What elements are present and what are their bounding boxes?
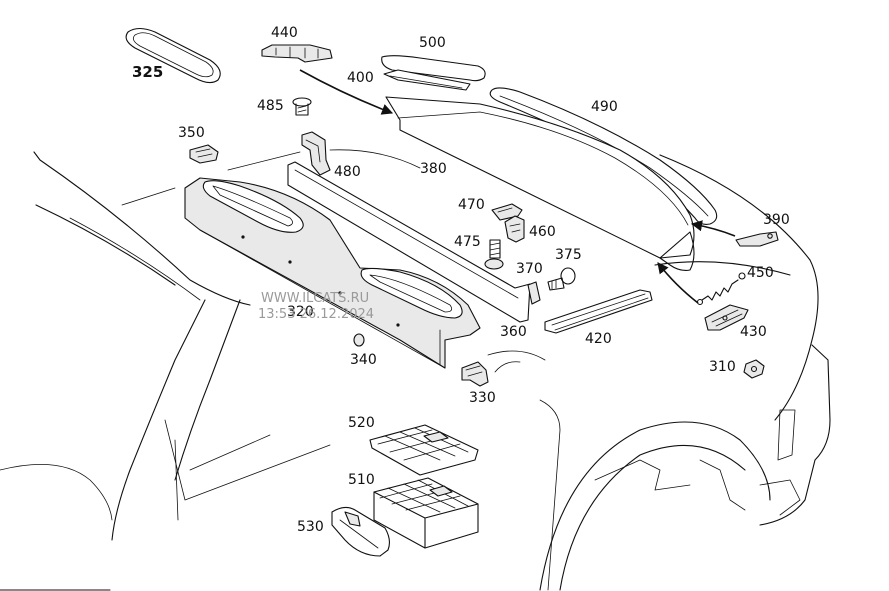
label-520: 520 bbox=[348, 415, 375, 431]
part-360-panel bbox=[287, 161, 531, 323]
part-440-bracket bbox=[261, 44, 333, 63]
label-510: 510 bbox=[348, 472, 375, 488]
label-370: 370 bbox=[516, 261, 543, 277]
part-420-rail bbox=[544, 289, 653, 334]
part-390-bracket bbox=[735, 231, 779, 247]
label-460: 460 bbox=[529, 224, 556, 240]
part-380-shelf bbox=[385, 96, 695, 271]
part-320-panel bbox=[184, 177, 481, 369]
label-320: 320 bbox=[287, 304, 314, 320]
label-340: 340 bbox=[350, 352, 377, 368]
label-310: 310 bbox=[709, 359, 736, 375]
part-460-bracket bbox=[504, 215, 525, 243]
label-400: 400 bbox=[347, 70, 374, 86]
part-520-mat bbox=[369, 424, 479, 476]
label-470: 470 bbox=[458, 197, 485, 213]
label-350: 350 bbox=[178, 125, 205, 141]
label-375: 375 bbox=[555, 247, 582, 263]
label-390: 390 bbox=[763, 212, 790, 228]
label-330: 330 bbox=[469, 390, 496, 406]
label-420: 420 bbox=[585, 331, 612, 347]
part-510-box bbox=[373, 477, 479, 549]
watermark-timestamp: 13:53 26.12.2024 bbox=[258, 307, 374, 322]
part-375-screw bbox=[547, 267, 576, 291]
part-530-cover bbox=[331, 506, 391, 557]
watermark-site: WWW.ILCATS.RU bbox=[261, 291, 369, 306]
label-500: 500 bbox=[419, 35, 446, 51]
label-480: 480 bbox=[334, 164, 361, 180]
label-490: 490 bbox=[591, 99, 618, 115]
part-500-strip bbox=[381, 55, 486, 82]
label-475: 475 bbox=[454, 234, 481, 250]
part-450-spring bbox=[696, 272, 746, 306]
label-485: 485 bbox=[257, 98, 284, 114]
part-310-nut bbox=[743, 359, 765, 379]
part-400-panel bbox=[383, 69, 471, 91]
part-325-seal bbox=[125, 27, 221, 84]
part-430-latch bbox=[704, 304, 749, 331]
car-body-outline bbox=[0, 149, 831, 591]
part-340-grommet bbox=[353, 333, 365, 347]
part-330-clip bbox=[461, 361, 489, 387]
label-430: 430 bbox=[740, 324, 767, 340]
part-480-bracket bbox=[301, 131, 331, 176]
label-325: 325 bbox=[132, 63, 163, 81]
part-485-screw bbox=[292, 97, 312, 116]
label-380: 380 bbox=[420, 161, 447, 177]
label-450: 450 bbox=[747, 265, 774, 281]
part-475-bolt bbox=[484, 239, 504, 270]
label-360: 360 bbox=[500, 324, 527, 340]
part-350-clip bbox=[189, 144, 219, 164]
label-440: 440 bbox=[271, 25, 298, 41]
label-530: 530 bbox=[297, 519, 324, 535]
part-370-clip bbox=[527, 281, 541, 305]
